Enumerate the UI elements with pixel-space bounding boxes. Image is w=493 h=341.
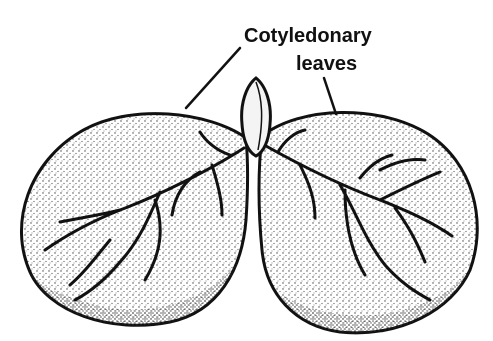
plumule — [242, 78, 271, 156]
cotyledon-label-line2: leaves — [296, 54, 357, 74]
cotyledon-label-line1: Cotyledonary — [244, 26, 372, 46]
right-cotyledon — [259, 112, 477, 332]
left-cotyledon — [21, 114, 247, 326]
